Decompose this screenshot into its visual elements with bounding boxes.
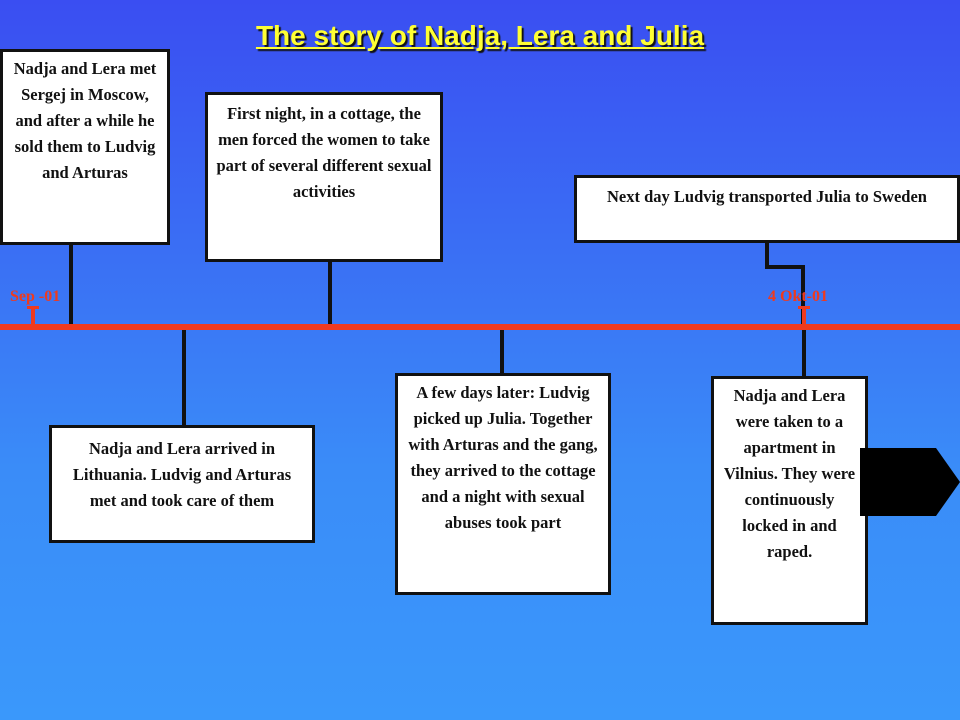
connector-event-1: [69, 243, 73, 325]
event-box-2: Nadja and Lera arrived in Lithuania. Lud…: [49, 425, 315, 543]
page-title: The story of Nadja, Lera and Julia: [255, 20, 705, 51]
timeline-start-tick-cap: [27, 306, 39, 309]
event-text-3: First night, in a cottage, the men force…: [216, 104, 432, 201]
timeline-end-tick-cap: [798, 306, 810, 309]
connector-event-3: [328, 260, 332, 325]
event-box-3: First night, in a cottage, the men force…: [205, 92, 443, 262]
timeline-end-label: 4 Okt-01: [768, 288, 828, 305]
connector-event-4: [500, 329, 504, 375]
event-text-1: Nadja and Lera met Sergej in Moscow, and…: [13, 59, 157, 182]
event-text-4: A few days later: Ludvig picked up Julia…: [408, 383, 598, 532]
connector-event-6: [802, 329, 806, 378]
event-text-6: Nadja and Lera were taken to a apartment…: [723, 386, 856, 561]
connector-event-5-c: [801, 265, 805, 325]
timeline-start-tick: [31, 306, 35, 326]
connector-event-5-b: [765, 265, 805, 269]
connector-event-5-a: [765, 241, 769, 269]
event-box-4: A few days later: Ludvig picked up Julia…: [395, 373, 611, 595]
continue-arrow-icon: [860, 448, 960, 516]
event-text-2: Nadja and Lera arrived in Lithuania. Lud…: [72, 439, 292, 510]
event-box-6: Nadja and Lera were taken to a apartment…: [711, 376, 868, 625]
event-box-5: Next day Ludvig transported Julia to Swe…: [574, 175, 960, 243]
timeline-start-label: Sep -01: [10, 288, 61, 305]
connector-event-2: [182, 329, 186, 427]
timeline-axis: [0, 324, 960, 330]
event-text-5: Next day Ludvig transported Julia to Swe…: [607, 187, 927, 206]
event-box-1: Nadja and Lera met Sergej in Moscow, and…: [0, 49, 170, 245]
timeline-end-tick: [802, 306, 806, 326]
